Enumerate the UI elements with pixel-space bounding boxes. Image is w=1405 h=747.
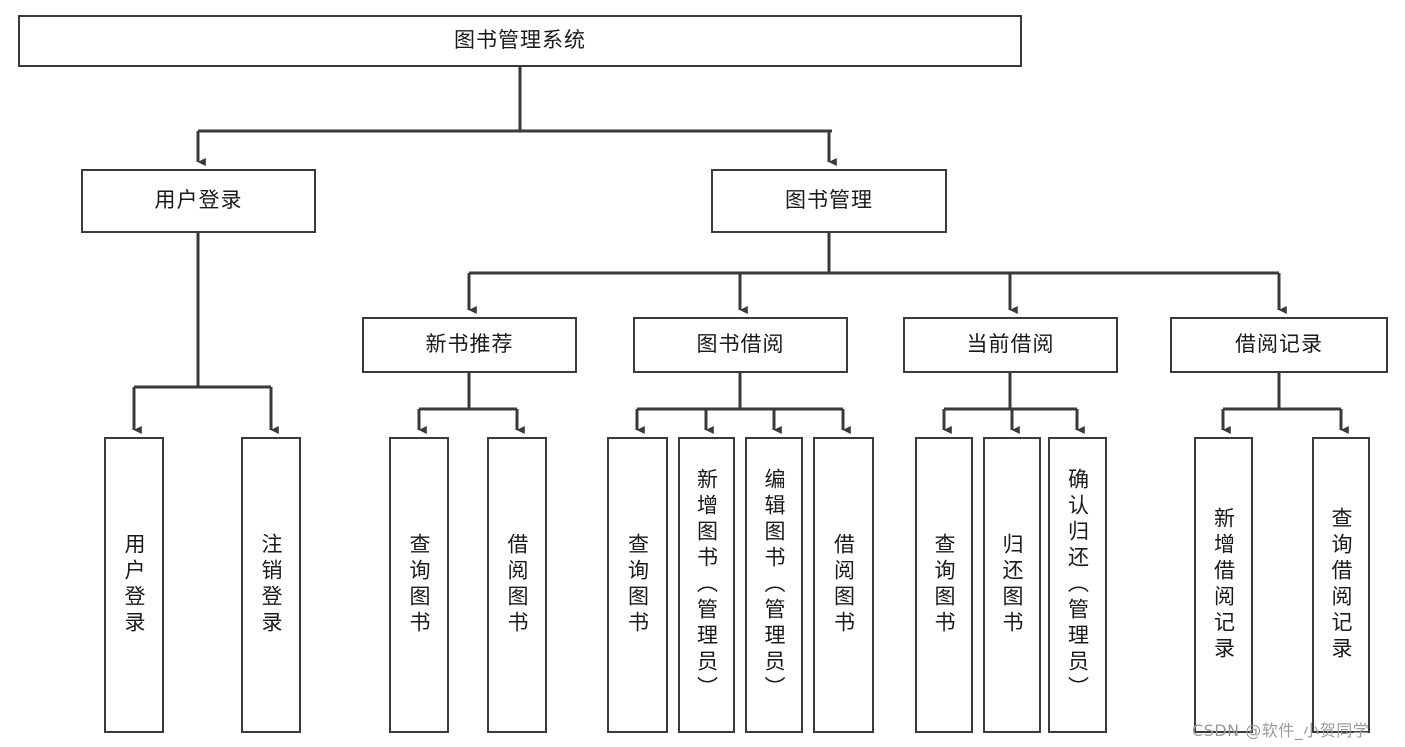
node-leaf-add-record-label: 新增借阅记录 — [1211, 507, 1236, 663]
node-leaf-query-book-2[interactable]: 查询图书 — [607, 437, 668, 733]
node-user-login[interactable]: 用户登录 — [81, 169, 316, 233]
node-borrow-record[interactable]: 借阅记录 — [1170, 317, 1388, 373]
edge-borrowrecord-to-leaves — [1221, 373, 1349, 435]
node-leaf-confirm-return[interactable]: 确认归还（管理员） — [1048, 437, 1107, 733]
edge-newbook-to-leaves — [417, 373, 525, 435]
node-user-login-label: 用户登录 — [154, 188, 243, 213]
node-borrow-record-label: 借阅记录 — [1235, 332, 1323, 357]
node-book-borrow-label: 图书借阅 — [696, 332, 785, 357]
node-leaf-edit-book-label: 编辑图书（管理员） — [762, 468, 787, 702]
node-leaf-confirm-return-label: 确认归还（管理员） — [1065, 468, 1090, 702]
node-leaf-borrow-book-2-label: 借阅图书 — [831, 533, 856, 637]
edge-root-to-level1 — [196, 67, 837, 167]
node-leaf-add-book[interactable]: 新增图书（管理员） — [678, 437, 735, 733]
node-leaf-query-book-3-label: 查询图书 — [932, 533, 957, 637]
node-root[interactable]: 图书管理系统 — [18, 15, 1022, 67]
node-new-book-recommend-label: 新书推荐 — [425, 332, 514, 357]
csdn-watermark: CSDN @软件_小贺同学 — [1192, 721, 1370, 740]
edge-currentborrow-to-leaves — [942, 373, 1085, 435]
node-current-borrow-label: 当前借阅 — [966, 332, 1055, 357]
node-leaf-user-login[interactable]: 用户登录 — [104, 437, 164, 733]
node-leaf-query-book-1-label: 查询图书 — [407, 533, 432, 637]
node-leaf-borrow-book-1[interactable]: 借阅图书 — [487, 437, 547, 733]
node-leaf-query-record-label: 查询借阅记录 — [1329, 507, 1354, 663]
node-leaf-borrow-book-2[interactable]: 借阅图书 — [813, 437, 874, 733]
edge-bookmanage-to-level2 — [467, 233, 1287, 315]
node-book-manage[interactable]: 图书管理 — [711, 169, 947, 233]
node-leaf-add-book-label: 新增图书（管理员） — [694, 468, 719, 702]
node-leaf-user-logout-label: 注销登录 — [259, 533, 284, 637]
node-leaf-query-book-2-label: 查询图书 — [625, 533, 650, 637]
edge-bookborrow-to-leaves — [635, 373, 851, 435]
node-root-label: 图书管理系统 — [454, 28, 586, 53]
node-leaf-return-book-label: 归还图书 — [1000, 533, 1025, 637]
node-leaf-query-record[interactable]: 查询借阅记录 — [1312, 437, 1370, 733]
node-leaf-user-login-label: 用户登录 — [122, 533, 147, 637]
node-leaf-query-book-1[interactable]: 查询图书 — [389, 437, 449, 733]
node-book-borrow[interactable]: 图书借阅 — [633, 317, 848, 373]
node-book-manage-label: 图书管理 — [785, 188, 873, 213]
node-leaf-edit-book[interactable]: 编辑图书（管理员） — [745, 437, 803, 733]
node-leaf-user-logout[interactable]: 注销登录 — [241, 437, 301, 733]
node-leaf-query-book-3[interactable]: 查询图书 — [915, 437, 973, 733]
node-current-borrow[interactable]: 当前借阅 — [903, 317, 1118, 373]
node-leaf-add-record[interactable]: 新增借阅记录 — [1194, 437, 1253, 733]
edge-userlogin-to-leaves — [132, 233, 279, 435]
node-leaf-borrow-book-1-label: 借阅图书 — [505, 533, 530, 637]
node-leaf-return-book[interactable]: 归还图书 — [983, 437, 1041, 733]
node-new-book-recommend[interactable]: 新书推荐 — [362, 317, 577, 373]
